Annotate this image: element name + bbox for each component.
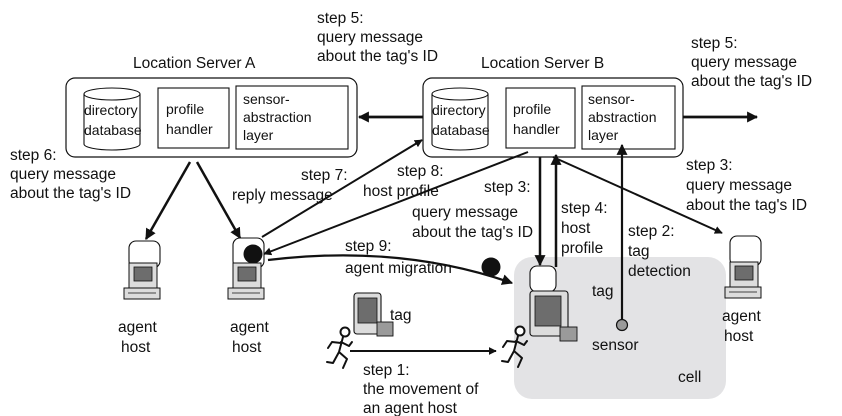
- agent-host-computer-icon-1: [123, 240, 161, 300]
- server-b-database-label: database: [432, 122, 490, 138]
- svg-text:step 5:: step 5:: [317, 10, 364, 27]
- arrow-step7: [261, 139, 423, 238]
- svg-text:about the tag's ID: about the tag's ID: [10, 185, 131, 202]
- agent-host-2-label-top: agent: [230, 319, 269, 336]
- agent-host-computer-icon-4: [724, 235, 762, 299]
- agent-host-4-label-top: agent: [722, 308, 761, 325]
- agent-host-pda-icon-in-cell: [529, 265, 578, 342]
- agent-host-4-label-bottom: host: [724, 328, 754, 345]
- server-a-sensor-layer-box: [235, 85, 349, 150]
- svg-text:profile: profile: [561, 240, 603, 257]
- step7-label: step 7: reply message: [232, 167, 348, 204]
- server-b-sensor-label: sensor-: [588, 91, 635, 107]
- svg-text:step 3:: step 3:: [484, 179, 531, 196]
- svg-text:query message: query message: [691, 54, 797, 71]
- server-a-profile-label: profile: [166, 101, 204, 117]
- svg-text:step 5:: step 5:: [691, 35, 738, 52]
- svg-text:detection: detection: [628, 263, 691, 280]
- server-a-handler-label: handler: [166, 121, 213, 137]
- svg-text:reply message: reply message: [232, 187, 333, 204]
- moving-pda-icon: [353, 292, 394, 337]
- svg-text:host profile: host profile: [363, 183, 439, 200]
- agent-host-2-label-bottom: host: [232, 339, 262, 356]
- server-a-database-label: database: [84, 122, 142, 138]
- svg-text:agent migration: agent migration: [345, 260, 452, 277]
- svg-text:step 2:: step 2:: [628, 223, 675, 240]
- svg-text:about the tag's ID: about the tag's ID: [686, 197, 807, 214]
- svg-text:about the tag's ID: about the tag's ID: [412, 224, 533, 241]
- server-b-sensor-layer-box: [581, 85, 676, 150]
- step5-right-label: step 5: query message about the tag's ID: [691, 35, 812, 90]
- server-b-profile-handler-box: [505, 87, 576, 149]
- svg-text:query message: query message: [317, 29, 423, 46]
- svg-text:the movement of: the movement of: [363, 381, 479, 398]
- step8-label: step 8: host profile: [363, 163, 444, 200]
- running-person-icon-1: [326, 326, 353, 369]
- step5-left-label: step 5: query message about the tag's ID: [317, 10, 438, 65]
- server-a-profile-handler-box: [157, 87, 230, 149]
- svg-text:about the tag's ID: about the tag's ID: [691, 73, 812, 90]
- server-a-directory-database-icon: [83, 87, 141, 151]
- svg-text:step 1:: step 1:: [363, 362, 410, 379]
- migrating-agent-dot: [481, 257, 501, 277]
- svg-text:about the tag's ID: about the tag's ID: [317, 48, 438, 65]
- svg-text:step 3:: step 3:: [686, 157, 733, 174]
- server-b-profile-label: profile: [513, 101, 551, 117]
- server-b-directory-database-icon: [431, 87, 489, 151]
- server-a-abstraction-label: abstraction: [243, 109, 311, 125]
- sensor-label: sensor: [592, 337, 639, 354]
- svg-text:step 6:: step 6:: [10, 147, 57, 164]
- svg-text:step 7:: step 7:: [301, 167, 348, 184]
- running-person-icon-2: [501, 325, 528, 368]
- svg-text:query message: query message: [412, 204, 518, 221]
- step9-label: step 9: agent migration: [345, 238, 452, 277]
- arrow-step9: [267, 254, 514, 285]
- server-b-title: Location Server B: [481, 55, 604, 72]
- tag-label-cell: tag: [592, 283, 614, 300]
- sensor-dot: [615, 318, 629, 332]
- step1-label: step 1: the movement of an agent host: [363, 362, 479, 416]
- server-a-title: Location Server A: [133, 55, 256, 72]
- svg-text:step 8:: step 8:: [397, 163, 444, 180]
- arrow-step3-right: [552, 156, 723, 234]
- svg-text:tag: tag: [628, 243, 650, 260]
- step4-label: step 4: host profile: [561, 200, 608, 257]
- server-a-layer-label: layer: [243, 127, 274, 143]
- server-b-directory-label: directory: [432, 102, 486, 118]
- svg-text:query message: query message: [10, 166, 116, 183]
- svg-text:an agent host: an agent host: [363, 400, 458, 416]
- step3-right-label: step 3: query message about the tag's ID: [686, 157, 807, 214]
- step6-label: step 6: query message about the tag's ID: [10, 147, 131, 202]
- arrow-step8: [263, 151, 529, 256]
- server-b-handler-label: handler: [513, 121, 560, 137]
- step3-mid-label: step 3: query message about the tag's ID: [412, 179, 533, 241]
- svg-text:step 9:: step 9:: [345, 238, 392, 255]
- arrow-a-to-host: [195, 161, 242, 239]
- svg-text:host: host: [561, 220, 591, 237]
- server-b-abstraction-label: abstraction: [588, 109, 656, 125]
- arrow-step6: [144, 161, 192, 240]
- svg-text:step 4:: step 4:: [561, 200, 608, 217]
- cell-label: cell: [678, 369, 701, 386]
- step2-label: step 2: tag detection: [628, 223, 691, 280]
- server-a-directory-label: directory: [84, 102, 138, 118]
- agent-host-1-label-top: agent: [118, 319, 157, 336]
- tag-label-moving: tag: [390, 307, 412, 324]
- server-a-sensor-label: sensor-: [243, 91, 290, 107]
- agent-host-1-label-bottom: host: [121, 339, 151, 356]
- server-b-layer-label: layer: [588, 127, 619, 143]
- svg-text:query message: query message: [686, 177, 792, 194]
- agent-dot-at-host: [243, 244, 263, 264]
